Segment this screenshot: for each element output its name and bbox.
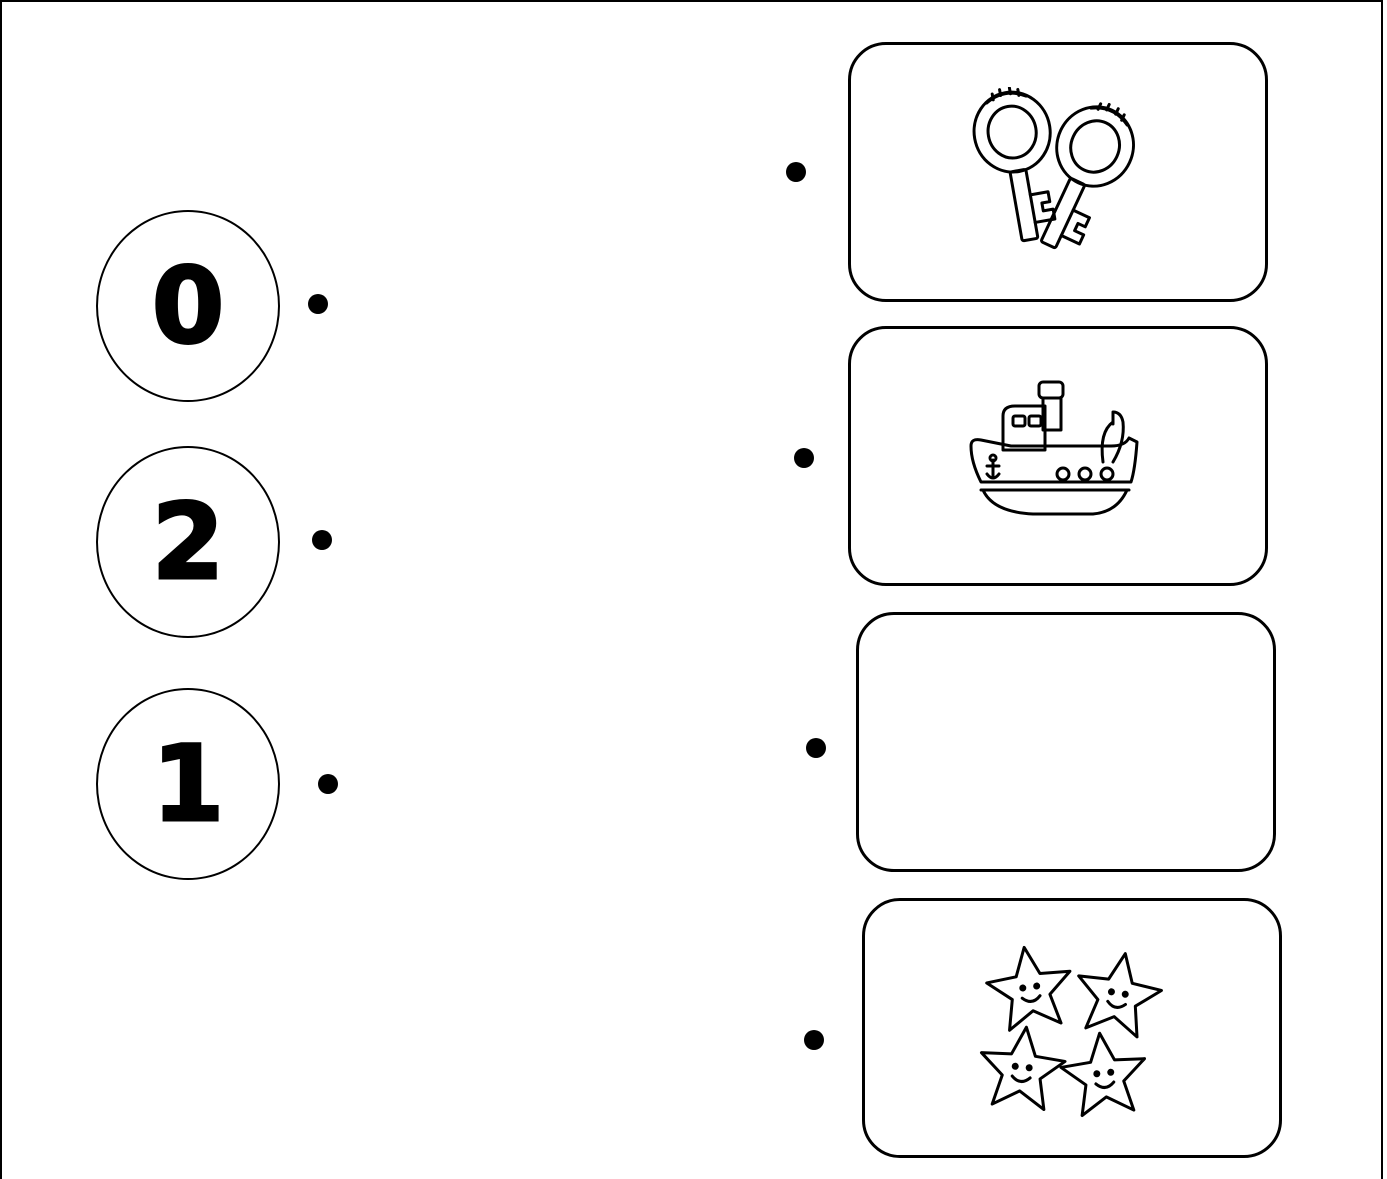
ship-icon [969, 380, 1139, 516]
picture-card-ship [848, 326, 1268, 586]
number-dot-0[interactable] [308, 294, 328, 314]
number-dot-1[interactable] [318, 774, 338, 794]
picture-dot-empty[interactable] [806, 738, 826, 758]
number-dot-2[interactable] [312, 530, 332, 550]
number-label: 1 [150, 723, 225, 845]
picture-card-keys [848, 42, 1268, 302]
number-circle-2: 2 [96, 446, 280, 638]
stars-icon [974, 940, 1169, 1119]
number-label: 2 [150, 481, 225, 603]
picture-dot-ship[interactable] [794, 448, 814, 468]
picture-dot-keys[interactable] [786, 162, 806, 182]
number-circle-0: 0 [96, 210, 280, 402]
keys-icon [972, 87, 1135, 250]
picture-card-stars [862, 898, 1282, 1158]
picture-dot-stars[interactable] [804, 1030, 824, 1050]
picture-card-empty [856, 612, 1276, 872]
number-circle-1: 1 [96, 688, 280, 880]
number-label: 0 [150, 245, 225, 367]
